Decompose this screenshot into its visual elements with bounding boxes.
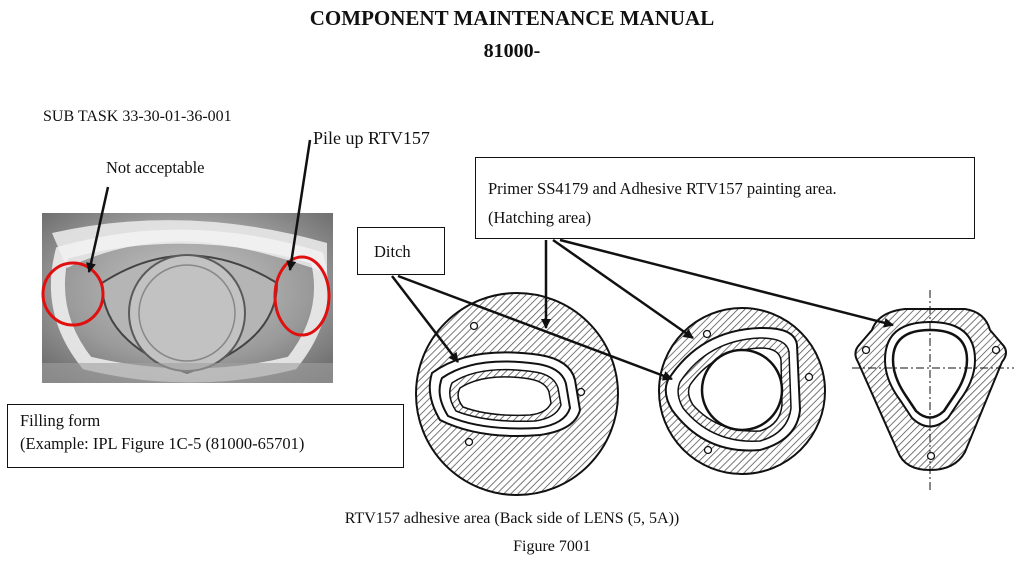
pile-up-label: Pile up RTV157 (313, 128, 430, 148)
figure-caption: RTV157 adhesive area (Back side of LENS … (344, 510, 680, 527)
filling-line-1: Filling form (20, 411, 101, 430)
hatching-arrow-2 (552, 238, 694, 340)
filling-form-callout: Filling form (Example: IPL Figure 1C-5 (… (7, 404, 404, 468)
hatching-arrow-3 (559, 238, 894, 328)
document-title: COMPONENT MAINTENANCE MANUAL (309, 6, 715, 30)
lens-drawing-1 (415, 292, 619, 496)
not-acceptable-arrow (86, 186, 110, 273)
lens-drawing-2 (658, 307, 826, 475)
hatching-area-callout: Primer SS4179 and Adhesive RTV157 painti… (475, 157, 975, 239)
lens-drawing-3 (852, 290, 1014, 490)
primer-line-1: Primer SS4179 and Adhesive RTV157 painti… (488, 179, 837, 198)
pile-up-circle (273, 255, 331, 337)
not-acceptable-label: Not acceptable (106, 158, 205, 177)
ditch-callout: Ditch (357, 227, 445, 275)
primer-line-2: (Hatching area) (488, 208, 592, 227)
figure-number: Figure 7001 (513, 538, 591, 555)
ditch-arrow-1 (391, 275, 459, 363)
pile-up-arrow (286, 139, 312, 271)
ditch-arrow-2 (397, 274, 673, 381)
document-number: 81000- (483, 40, 541, 62)
subtask-id: SUB TASK 33-30-01-36-001 (43, 108, 232, 125)
filling-line-2: (Example: IPL Figure 1C-5 (81000-65701) (20, 434, 305, 453)
ditch-label: Ditch (374, 242, 411, 261)
not-acceptable-circle (41, 261, 105, 327)
lens-photo (42, 213, 333, 383)
